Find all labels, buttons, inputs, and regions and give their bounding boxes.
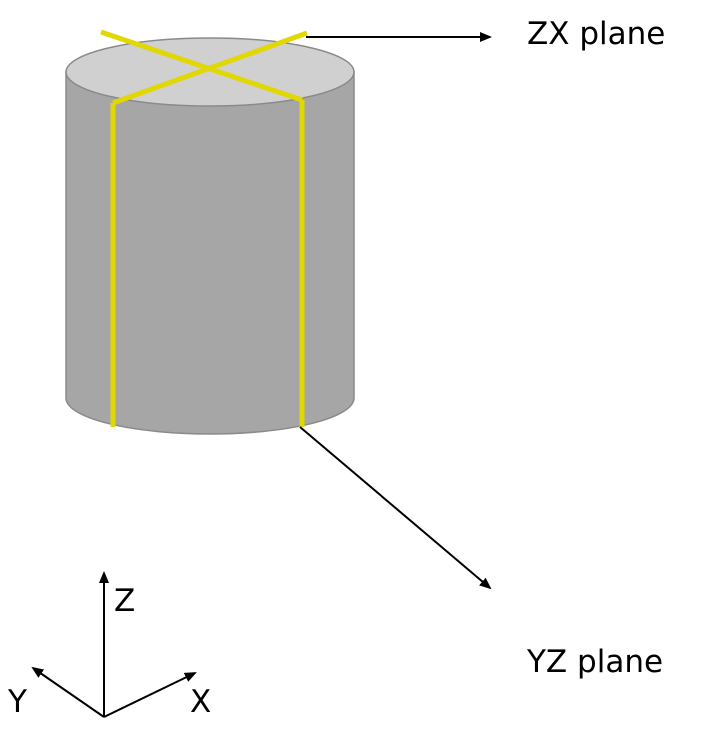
yz-plane-label: YZ plane	[526, 644, 663, 680]
x-axis-label: X	[190, 684, 211, 720]
z-axis-label: Z	[114, 583, 135, 619]
callout-arrows	[299, 32, 492, 590]
zx-plane-top-line	[100, 29, 303, 103]
y-axis-label: Y	[7, 684, 27, 720]
y-axis-arrow	[31, 666, 105, 718]
yz-plane-pointer-arrow	[299, 426, 492, 590]
cylinder-top-face	[65, 37, 355, 107]
plane-lines	[100, 29, 308, 427]
cylinder	[65, 37, 355, 435]
zx-plane-label: ZX plane	[527, 16, 665, 52]
yz-plane-top-line	[112, 30, 308, 106]
cylinder-body	[65, 71, 355, 435]
axis-triad	[31, 571, 197, 718]
x-axis-arrow	[103, 672, 197, 718]
